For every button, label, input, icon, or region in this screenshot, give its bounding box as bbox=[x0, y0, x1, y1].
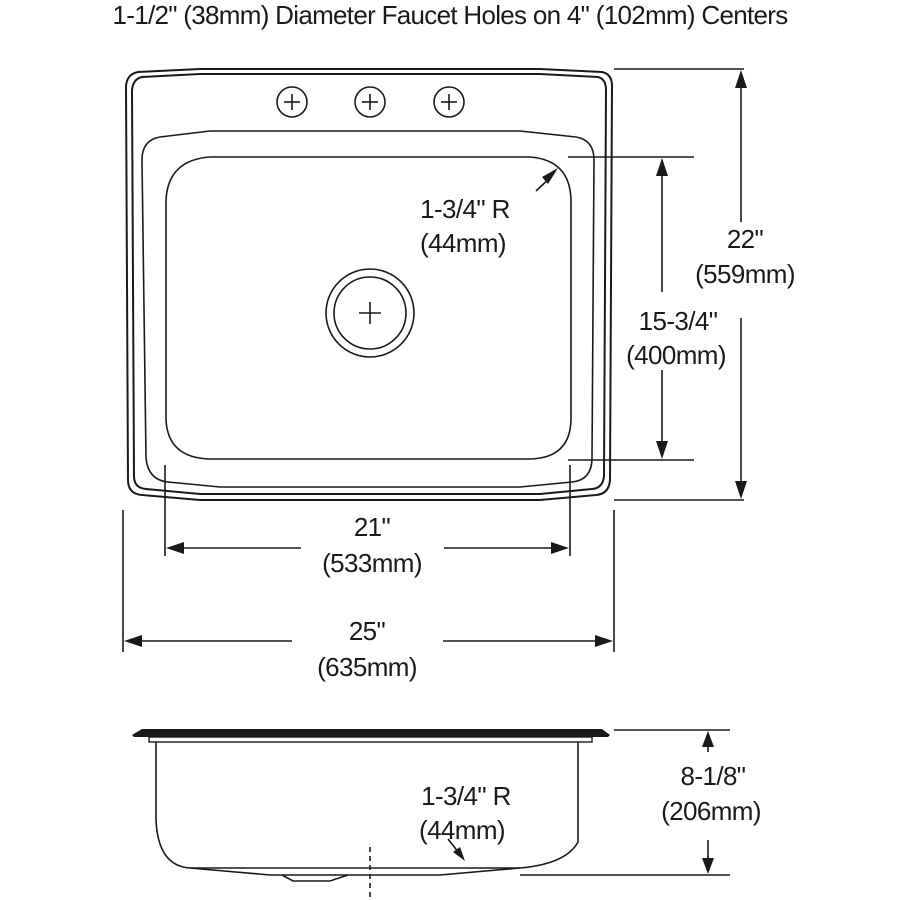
dimension-arrow-icon bbox=[656, 441, 668, 459]
bowl-length-metric: (400mm) bbox=[626, 340, 726, 370]
bowl-width-imperial: 21" bbox=[354, 512, 391, 542]
dimension-arrow-icon bbox=[166, 542, 184, 554]
bowl-width-metric: (533mm) bbox=[322, 548, 422, 578]
side-bottom bbox=[189, 867, 521, 876]
sink-side-view: 1-3/4" R (44mm) bbox=[132, 729, 610, 900]
dimension-arrow-icon bbox=[702, 731, 714, 747]
dimension-arrow-icon bbox=[453, 847, 465, 861]
dimension-arrow-icon bbox=[595, 635, 613, 647]
overall-length-imperial: 22" bbox=[727, 224, 764, 254]
side-radius-metric: (44mm) bbox=[419, 815, 505, 845]
dimension-depth: 8-1/8" (206mm) bbox=[520, 729, 762, 876]
dimension-arrow-icon bbox=[735, 481, 747, 499]
drain-icon bbox=[325, 268, 415, 358]
top-radius-metric: (44mm) bbox=[420, 228, 506, 258]
dimension-arrow-icon bbox=[735, 70, 747, 88]
side-radius-imperial: 1-3/4" R bbox=[421, 781, 511, 811]
sink-outer-rim bbox=[124, 68, 614, 501]
depth-imperial: 8-1/8" bbox=[681, 761, 746, 791]
overall-width-imperial: 25" bbox=[349, 616, 386, 646]
rim-lip bbox=[148, 736, 593, 743]
dimension-arrow-icon bbox=[542, 168, 558, 184]
diagram-title: 1-1/2" (38mm) Diameter Faucet Holes on 4… bbox=[112, 0, 788, 30]
faucet-hole-icon bbox=[433, 86, 465, 118]
top-radius-imperial: 1-3/4" R bbox=[420, 194, 510, 224]
sink-inner-rim bbox=[130, 73, 608, 495]
overall-width-metric: (635mm) bbox=[317, 652, 417, 682]
dimension-bowl-length: 15-3/4" (400mm) bbox=[568, 156, 727, 461]
faucet-hole-icon bbox=[354, 86, 386, 118]
dimension-arrow-icon bbox=[702, 858, 714, 874]
depth-metric: (206mm) bbox=[661, 796, 761, 826]
dimension-overall-width: 25" (635mm) bbox=[122, 510, 615, 682]
side-drain bbox=[281, 874, 349, 882]
bowl-length-imperial: 15-3/4" bbox=[639, 306, 718, 336]
bowl-outline bbox=[165, 156, 572, 460]
side-bowl-outline bbox=[155, 742, 579, 869]
overall-length-metric: (559mm) bbox=[695, 259, 795, 289]
rim-flange bbox=[132, 729, 610, 737]
dimension-bowl-width: 21" (533mm) bbox=[164, 465, 571, 578]
dimension-overall-length: 22" (559mm) bbox=[614, 68, 796, 501]
dimension-arrow-icon bbox=[656, 158, 668, 176]
dimension-arrow-icon bbox=[124, 635, 142, 647]
sink-top-view: 1-3/4" R (44mm) bbox=[124, 68, 614, 501]
faucet-hole-icon bbox=[276, 86, 308, 118]
dimension-arrow-icon bbox=[551, 542, 569, 554]
bowl-deck-edge bbox=[141, 130, 595, 488]
